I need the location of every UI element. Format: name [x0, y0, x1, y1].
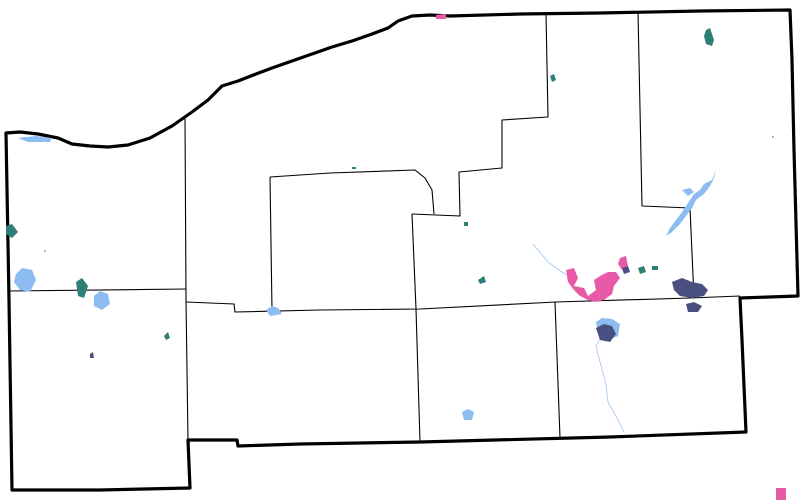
light-blue-areas	[14, 136, 784, 498]
county-boundary	[4, 8, 800, 492]
river-lines	[532, 243, 625, 433]
pink-areas	[436, 14, 786, 500]
navy-areas	[90, 266, 708, 358]
teal-areas	[6, 28, 714, 340]
edge-marks	[44, 136, 774, 252]
municipal-boundaries	[7, 11, 741, 443]
